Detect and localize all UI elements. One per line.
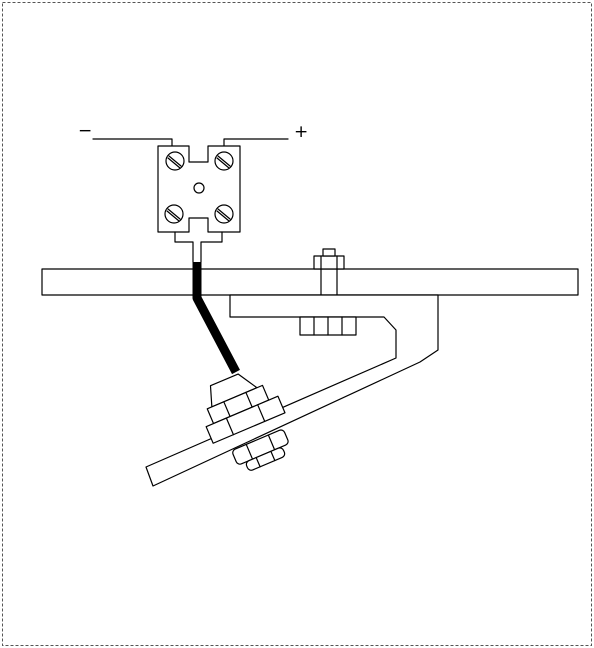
- cable-gland: [205, 373, 289, 471]
- mounting-bracket: [145, 294, 439, 487]
- terminal-screw-bottom-left: [164, 204, 184, 224]
- positive-lead: [223, 138, 289, 149]
- gland-bottom-washer: [245, 447, 286, 471]
- bracket-nut: [299, 316, 357, 336]
- positive-label: +: [294, 122, 308, 142]
- gland-nut-lower: [205, 395, 286, 444]
- lead-wires: [92, 138, 289, 149]
- terminal-screw-bottom-right: [214, 204, 234, 224]
- terminal-block: [157, 145, 241, 263]
- mounting-plate: [41, 268, 579, 296]
- terminal-lead-right: [200, 231, 223, 263]
- terminal-screw-top-right: [214, 151, 234, 171]
- terminal-center-hole: [193, 182, 205, 194]
- sensor-cable: [192, 262, 240, 375]
- terminal-screw-top-left: [165, 151, 185, 171]
- negative-lead: [92, 138, 173, 149]
- negative-label: −: [78, 121, 92, 141]
- terminal-lead-left: [174, 231, 194, 263]
- top-bolt: [313, 248, 345, 298]
